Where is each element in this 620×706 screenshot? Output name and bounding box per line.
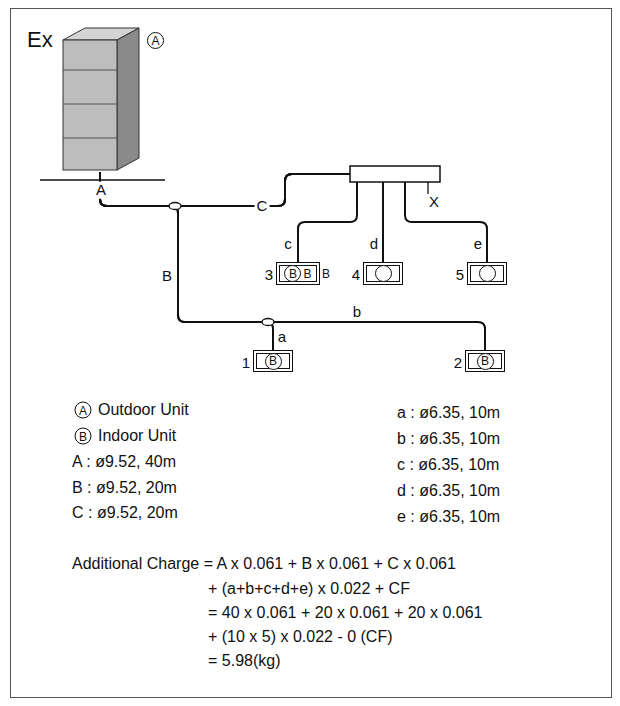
formula-line: = 40 x 0.061 + 20 x 0.061 + 20 x 0.061: [208, 604, 482, 622]
panel-seam: [63, 70, 117, 71]
pipe-spec: A : ø9.52, 40m: [72, 453, 176, 471]
callout-number: 2: [454, 354, 462, 371]
empty-unit-symbol: [375, 265, 392, 282]
unit-symbol: B: [284, 265, 301, 282]
pipe-name: b: [353, 304, 361, 321]
legend-symbol: A: [75, 402, 92, 419]
callout-circle: A: [147, 32, 164, 49]
branch-joint: [262, 319, 274, 326]
pipe-name: a: [278, 329, 286, 346]
refrigerant-pipe: [100, 172, 383, 262]
pipe-name: C: [255, 198, 270, 215]
diagram-title: Ex: [27, 28, 53, 52]
indoor-unit: 5: [467, 262, 507, 285]
pipe-spec: C : ø9.52, 20m: [72, 504, 178, 522]
formula-line: = 5.98(kg): [208, 652, 280, 670]
legend-text: Outdoor Unit: [98, 401, 189, 419]
legend-text: Indoor Unit: [98, 427, 176, 445]
unit-symbol: B: [265, 353, 282, 370]
unit-letter: B: [322, 267, 330, 281]
branch-header: [350, 166, 440, 182]
callout-letter: A: [151, 35, 159, 47]
outdoor-unit: A: [55, 26, 145, 172]
pipe-name: A: [94, 182, 108, 199]
unit-face: [63, 40, 117, 170]
callout-number: 3: [265, 266, 273, 283]
legend-symbol-letter: B: [79, 430, 87, 442]
legend-symbol: B: [75, 428, 92, 445]
indoor-unit: 1B: [253, 350, 293, 372]
callout-number: 1: [242, 354, 250, 371]
unit-face: [117, 28, 139, 170]
formula-line: + (10 x 5) x 0.022 - 0 (CF): [208, 628, 393, 646]
unit-letter: B: [289, 268, 297, 280]
pipe-name: e: [474, 236, 482, 253]
callout-number: 4: [352, 266, 360, 283]
refrigerant-pipe: [100, 172, 485, 350]
panel-seam: [63, 104, 117, 105]
panel-seam: [63, 138, 117, 139]
pipe-spec: B : ø9.52, 20m: [72, 479, 177, 497]
pipe-name: d: [370, 236, 378, 253]
unit-symbol: B: [477, 353, 494, 370]
pipe-name: B: [162, 268, 172, 285]
pipe-spec: c : ø6.35, 10m: [397, 456, 499, 474]
empty-unit-symbol: [479, 265, 496, 282]
formula-line: Additional Charge = A x 0.061 + B x 0.06…: [72, 555, 456, 573]
refrigerant-pipe: [100, 172, 357, 262]
picture-border: [11, 9, 612, 698]
pipe-spec: d : ø6.35, 10m: [397, 482, 500, 500]
unit-letter: B: [481, 355, 489, 367]
callout-number: 5: [456, 266, 464, 283]
pipe-spec: b : ø6.35, 10m: [397, 430, 500, 448]
pipe-spec: a : ø6.35, 10m: [397, 404, 500, 422]
pipe-spec: e : ø6.35, 10m: [397, 508, 500, 526]
branch-joint: [169, 203, 181, 210]
ground-line: [40, 179, 165, 181]
legend-symbol-letter: A: [79, 404, 87, 416]
closed-port: [427, 182, 428, 194]
outdoor-unit-illustration: [55, 26, 145, 172]
unit-letter: B: [269, 355, 277, 367]
refrigerant-pipe: [100, 172, 273, 350]
formula-line: + (a+b+c+d+e) x 0.022 + CF: [208, 580, 410, 598]
indoor-unit: 4: [363, 262, 403, 285]
refrigerant-pipe: [100, 172, 487, 262]
indoor-unit: 2B: [465, 350, 505, 372]
port-name: X: [429, 194, 439, 211]
indoor-unit: 3BBB: [276, 262, 320, 285]
unit-letter: B: [303, 267, 311, 281]
pipe-name: c: [284, 236, 292, 253]
